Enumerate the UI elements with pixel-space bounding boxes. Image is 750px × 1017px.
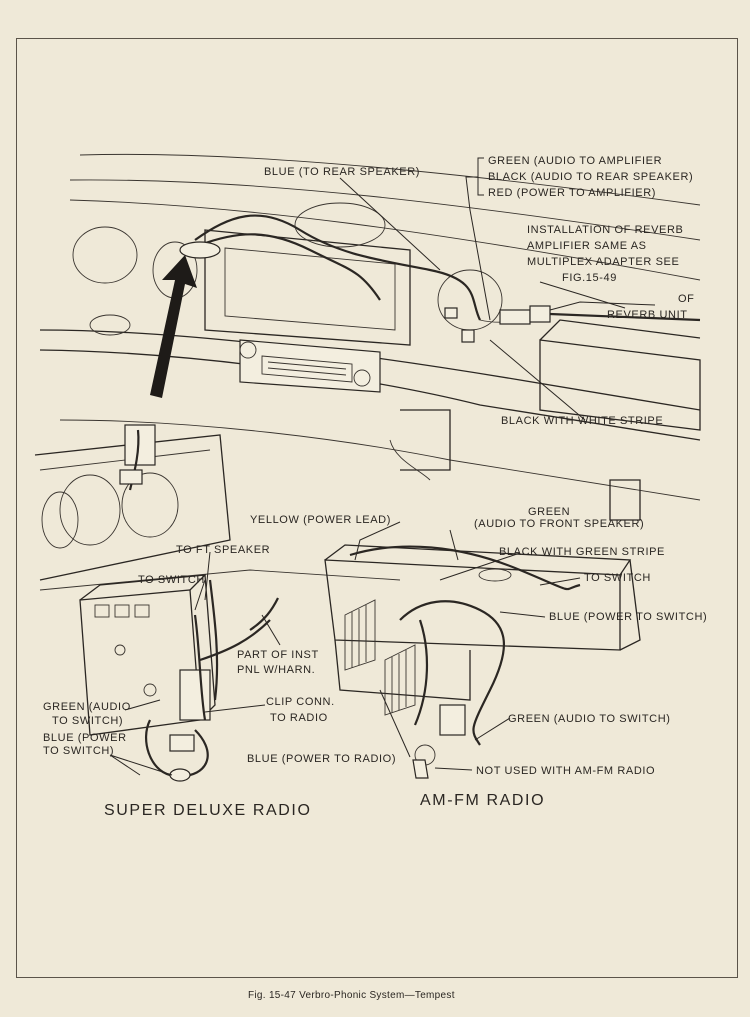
label-clip-conn-1: CLIP CONN. <box>266 696 335 708</box>
label-reverb-unit: REVERB UNIT <box>607 309 688 321</box>
title-super-deluxe-radio: SUPER DELUXE RADIO <box>104 802 312 819</box>
label-to-ft-speaker: TO FT SPEAKER <box>176 544 271 556</box>
label-to-switch-left: TO SWITCH <box>138 574 205 586</box>
label-install-4: FIG.15-49 <box>562 272 617 284</box>
label-clip-conn-2: TO RADIO <box>270 712 328 724</box>
label-install-2: AMPLIFIER SAME AS <box>527 240 647 252</box>
label-green-audio-1: GREEN (AUDIO <box>43 701 131 713</box>
title-am-fm-radio: AM-FM RADIO <box>420 792 546 809</box>
label-part-of-inst-1: PART OF INST <box>237 649 319 661</box>
label-blue-power-radio: BLUE (POWER TO RADIO) <box>247 753 397 765</box>
label-audio-front-speaker: (AUDIO TO FRONT SPEAKER) <box>474 518 645 530</box>
label-yellow-power: YELLOW (POWER LEAD) <box>250 514 391 526</box>
label-blue-power-switch-right: BLUE (POWER TO SWITCH) <box>549 611 708 623</box>
label-blue-rear-speaker: BLUE (TO REAR SPEAKER) <box>264 166 421 178</box>
super-deluxe-radio-drawing <box>79 574 279 782</box>
page-border <box>16 38 738 978</box>
leader-lines <box>109 157 656 776</box>
label-black-green-stripe: BLACK WITH GREEN STRIPE <box>499 546 665 558</box>
am-fm-radio-drawing <box>324 544 641 779</box>
label-install-3: MULTIPLEX ADAPTER SEE <box>527 256 680 268</box>
label-green-audio-2: TO SWITCH) <box>52 715 124 727</box>
label-install-1: INSTALLATION OF REVERB <box>527 224 684 236</box>
label-green-audio-switch-right: GREEN (AUDIO TO SWITCH) <box>508 713 671 725</box>
label-blue-power-2: TO SWITCH) <box>43 745 115 757</box>
label-not-used: NOT USED WITH AM-FM RADIO <box>476 765 656 777</box>
label-to-switch-right: TO SWITCH <box>584 572 651 584</box>
cluster-inset-drawing <box>34 424 401 591</box>
label-blue-power-1: BLUE (POWER <box>43 732 127 744</box>
label-part-of-inst-2: PNL W/HARN. <box>237 664 316 676</box>
label-green-audio-amp: GREEN (AUDIO TO AMPLIFIER <box>488 155 663 167</box>
dashboard-drawing <box>39 153 701 521</box>
figure-caption: Fig. 15-47 Verbro-Phonic System—Tempest <box>248 990 455 1001</box>
label-red-power-amp: RED (POWER TO AMPLIFIER) <box>488 187 657 199</box>
label-green: GREEN <box>528 506 571 518</box>
label-black-white-stripe: BLACK WITH WHITE STRIPE <box>501 415 664 427</box>
label-of: OF <box>678 293 695 305</box>
label-black-audio-rear: BLACK (AUDIO TO REAR SPEAKER) <box>488 171 694 183</box>
